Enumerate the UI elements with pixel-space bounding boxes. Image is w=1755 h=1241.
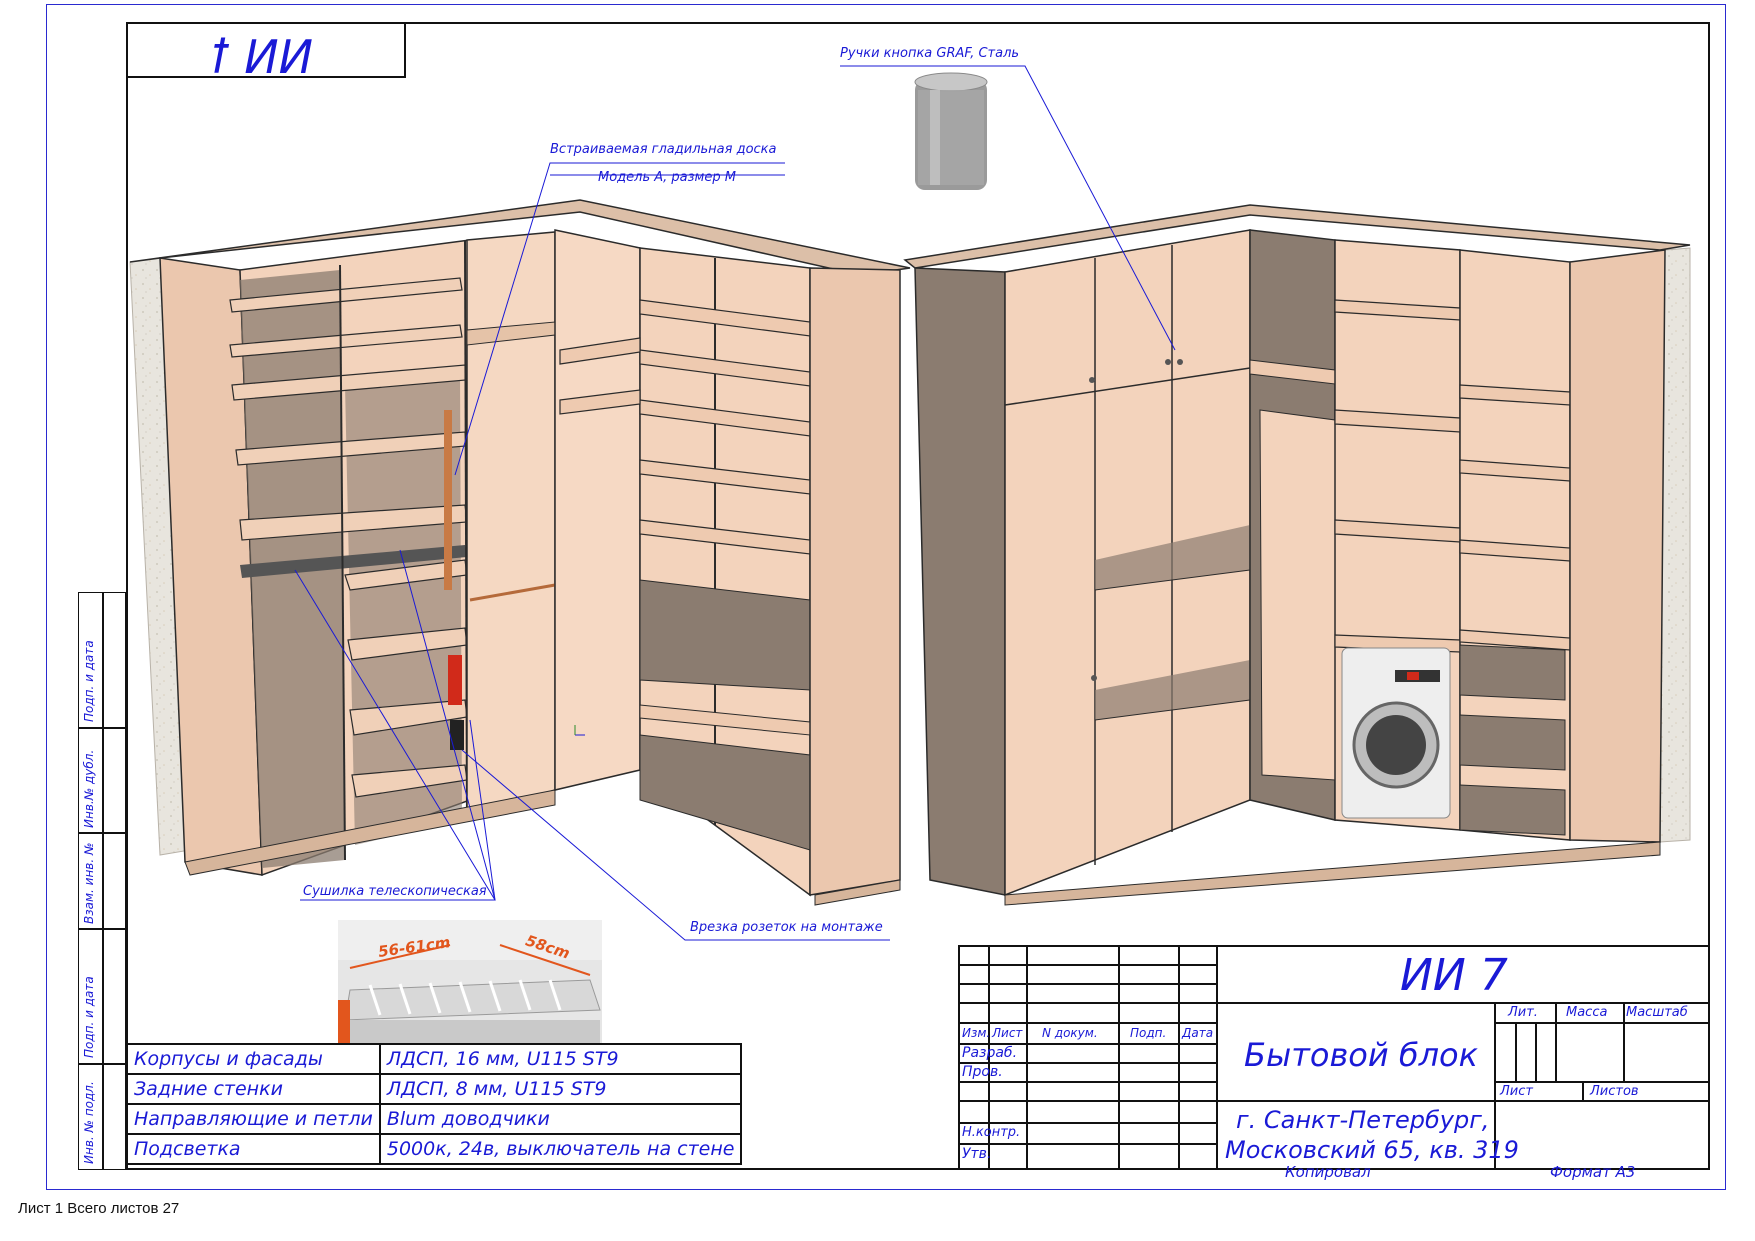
spec-item: Подсветка — [126, 1133, 381, 1165]
tb-line — [988, 945, 990, 1170]
tb-line — [1582, 1081, 1584, 1100]
tb-col-podp: Подп. — [1130, 1026, 1167, 1040]
tb-line — [958, 1100, 1216, 1102]
tb-line — [958, 1043, 1216, 1045]
address-line-1: г. Санкт-Петербург, — [1236, 1106, 1490, 1134]
tb-line — [1026, 945, 1028, 1170]
sheet-footer: Лист 1 Всего листов 27 — [18, 1200, 180, 1217]
side-strip-divider — [102, 592, 104, 1170]
tb-line — [1535, 1022, 1537, 1081]
tb-massa: Масса — [1566, 1005, 1608, 1020]
address-line-2: Московский 65, кв. 319 — [1225, 1136, 1519, 1164]
tb-row-razrab: Разраб. — [962, 1045, 1018, 1061]
spec-value: ЛДСП, 16 мм, U115 ST9 — [378, 1043, 743, 1075]
tb-col-ndoc: N докум. — [1042, 1026, 1098, 1040]
graf-knob-image — [914, 72, 988, 190]
format-label: Формат А3 — [1550, 1163, 1636, 1181]
tb-line — [1494, 1022, 1710, 1024]
table-row: Корпусы и фасады ЛДСП, 16 мм, U115 ST9 — [126, 1043, 743, 1075]
tb-line — [958, 1143, 1216, 1145]
table-row: Подсветка 5000к, 24в, выключатель на сте… — [126, 1133, 743, 1165]
spec-item: Направляющие и петли — [126, 1103, 381, 1135]
dryer-photo — [338, 920, 602, 1043]
tb-row-prov: Пров. — [962, 1064, 1003, 1080]
tb-col-list: Лист — [992, 1026, 1023, 1040]
tb-line — [1555, 1002, 1557, 1081]
kopiroval-label: Копировал — [1285, 1163, 1371, 1181]
tb-line — [958, 983, 1216, 985]
tb-col-izm: Изм. — [962, 1026, 991, 1040]
spec-item: Корпусы и фасады — [126, 1043, 381, 1075]
spec-value: 5000к, 24в, выключатель на стене — [378, 1133, 743, 1165]
right-wardrobe-unit — [903, 204, 1691, 906]
dryer-note: Сушилка телескопическая — [303, 884, 487, 899]
corner-code-box — [126, 22, 406, 78]
tb-listov: Листов — [1590, 1084, 1639, 1099]
side-strip-line — [78, 1063, 126, 1065]
tb-line — [1623, 1002, 1625, 1081]
tb-row-utv: Утв. — [962, 1146, 992, 1162]
ironing-board-note: Встраиваемая гладильная доска — [550, 142, 777, 157]
tb-line — [1216, 1100, 1710, 1102]
tb-line — [1178, 945, 1180, 1170]
table-row: Направляющие и петли Blum доводчики — [126, 1103, 743, 1135]
spec-item: Задние стенки — [126, 1073, 381, 1105]
handles-note: Ручки кнопка GRAF, Сталь — [840, 46, 1020, 61]
tb-line — [1216, 1002, 1710, 1004]
tb-line — [958, 1081, 1216, 1083]
tb-lit: Лит. — [1508, 1005, 1538, 1020]
leader-lines — [294, 65, 1176, 941]
tb-col-data: Дата — [1182, 1026, 1214, 1040]
sockets-note: Врезка розеток на монтаже — [690, 920, 883, 935]
corner-code: ꝉ ИИ — [210, 30, 314, 84]
spec-value: Blum доводчики — [378, 1103, 743, 1135]
ironing-model-note: Модель А, размер М — [598, 170, 736, 185]
tb-line — [958, 1122, 1216, 1124]
left-wardrobe-unit — [129, 199, 911, 906]
tb-line — [958, 1022, 1216, 1024]
side-strip-line — [78, 928, 126, 930]
drawing-frame — [126, 22, 1710, 1170]
tb-line — [958, 1062, 1216, 1064]
tb-line — [1515, 1022, 1517, 1081]
tb-row-nkontr: Н.контр. — [962, 1125, 1021, 1140]
tb-line — [1494, 1081, 1710, 1083]
doc-code: ИИ 7 — [1400, 950, 1508, 1001]
materials-table: Корпусы и фасады ЛДСП, 16 мм, U115 ST9 З… — [126, 1043, 743, 1165]
title-block — [958, 945, 1710, 1170]
side-strip-line — [78, 727, 126, 729]
doc-title: Бытовой блок — [1244, 1036, 1478, 1074]
sheet-outer-frame — [46, 4, 1726, 1190]
table-row: Задние стенки ЛДСП, 8 мм, U115 ST9 — [126, 1073, 743, 1105]
tb-line — [1494, 1002, 1496, 1170]
tb-line — [958, 1002, 1216, 1004]
tb-line — [1118, 945, 1120, 1170]
tb-line — [1216, 945, 1218, 1170]
tb-list: Лист — [1500, 1084, 1533, 1099]
tb-line — [958, 964, 1216, 966]
side-strip-line — [78, 832, 126, 834]
spec-value: ЛДСП, 8 мм, U115 ST9 — [378, 1073, 743, 1105]
tb-masshtab: Масштаб — [1626, 1005, 1688, 1020]
